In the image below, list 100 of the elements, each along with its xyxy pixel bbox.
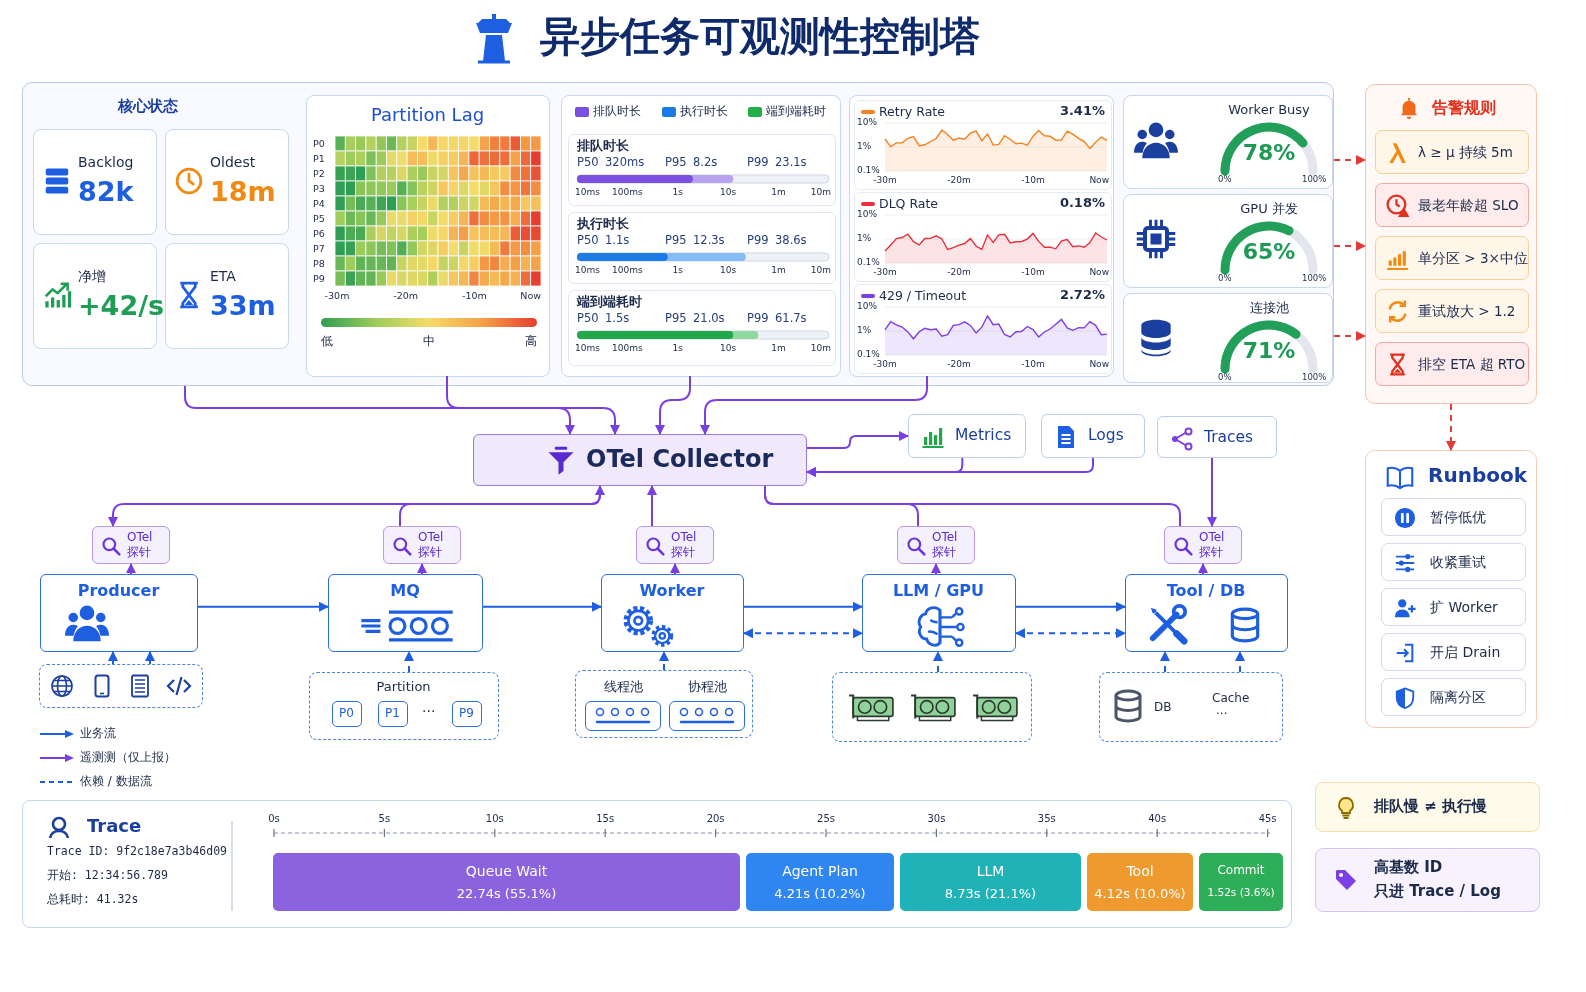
arrow (743, 601, 863, 612)
service-box (862, 574, 1016, 652)
axis-label: -20m (946, 175, 972, 186)
stat-value: 1.5s (605, 312, 630, 326)
row-label: P9 (313, 272, 325, 286)
tick-label: 15s (595, 813, 616, 825)
tick-label: 5s (377, 813, 392, 825)
dashboard-panel (22, 82, 1334, 386)
latency-card (568, 290, 836, 366)
partition-box (452, 701, 482, 727)
alert-rule-card (1375, 342, 1529, 386)
pool-label: 协程池 (686, 679, 728, 695)
line-chart-card (854, 100, 1112, 190)
tick-label: 30s (926, 813, 947, 825)
dashed-group-box (39, 664, 203, 708)
timeline-bar (1087, 853, 1193, 911)
bar-value: 22.74s (55.1%) (455, 886, 558, 902)
gauge-value: 78% (1241, 140, 1297, 167)
ellipsis-text: ··· (422, 703, 436, 720)
probe-label: OTel 探针 (1199, 530, 1226, 560)
arrow (700, 375, 928, 435)
signal-box (1157, 416, 1277, 458)
bar-label: Tool (1125, 863, 1155, 880)
axis-label: 1% (857, 233, 872, 244)
service-box (1125, 574, 1288, 652)
gauge-title: GPU 并发 (1239, 201, 1299, 217)
arrow (399, 485, 605, 527)
dashed-arrow (145, 651, 155, 665)
partition-label: P9 (458, 706, 475, 721)
bar-label: Commit (1216, 863, 1266, 878)
panel-heading: Trace (87, 815, 142, 837)
probe-label: OTel 探针 (671, 530, 698, 560)
note-card (1315, 782, 1540, 832)
bar-value: 4.12s (10.0%) (1093, 886, 1187, 902)
dashed-group-box (832, 672, 1032, 742)
probe-label: OTel 探针 (127, 530, 154, 560)
service-box (40, 574, 198, 652)
bar-value: 8.73s (21.1%) (943, 886, 1038, 902)
axis-label: 10% (857, 301, 877, 312)
axis-label: Now (1088, 175, 1109, 186)
service-title: Tool / DB (1165, 581, 1247, 601)
metric-label: 净增 (78, 268, 106, 285)
bar-label: Agent Plan (781, 863, 859, 880)
stat-label: P95 (665, 234, 687, 248)
legend-label: 业务流 (80, 726, 116, 741)
tick-label: 45s (1257, 813, 1278, 825)
runbook-panel (1365, 450, 1537, 728)
axis-label: 0.1% (857, 165, 880, 176)
scale-label: 中 (422, 334, 436, 349)
timeline-bar (1199, 853, 1283, 911)
legend-label: 遥测测（仅上报） (80, 750, 176, 765)
metric-card (165, 243, 289, 349)
axis-label: -20m (946, 267, 972, 278)
rule-text: 最老年龄超 SLO (1418, 197, 1519, 214)
axis-label: Now (519, 290, 541, 302)
arrow (670, 563, 680, 575)
panel-heading: 告警规则 (1432, 98, 1496, 118)
gauge-value: 71% (1241, 338, 1297, 365)
stat-label: P50 (577, 312, 599, 326)
axis-label: Now (1088, 359, 1109, 370)
gauge-card (1123, 194, 1333, 288)
dashed-arrow (743, 628, 863, 639)
tick-label: 10s (719, 343, 738, 354)
arrow (482, 601, 602, 612)
arrow (931, 563, 941, 575)
metric-value: 82k (78, 176, 134, 209)
service-title: Producer (76, 581, 161, 601)
alert-rule-card (1375, 183, 1529, 227)
axis-label: -20m (946, 359, 972, 370)
dashed-arrow (1446, 403, 1456, 451)
probe-box (1164, 526, 1242, 564)
gauge-max-label: 100% (1302, 174, 1327, 185)
metric-value: +42/s (78, 290, 165, 323)
stat-value: 61.7s (775, 312, 807, 326)
arrow (126, 563, 136, 575)
chart-panel (849, 95, 1114, 377)
dashed-group-box (1099, 672, 1283, 742)
gauge-max-label: 100% (1302, 273, 1327, 284)
dashed-arrow (108, 651, 118, 665)
alert-rule-card (1375, 130, 1529, 174)
stat-value: 320ms (605, 156, 645, 170)
latency-card (568, 134, 836, 206)
arrow (806, 457, 1094, 477)
stat-label: P95 (665, 156, 687, 170)
stat-label: P99 (747, 156, 769, 170)
axis-label: 10% (857, 209, 877, 220)
legend-label: 端到端耗时 (766, 104, 826, 119)
dashed-arrow (1333, 331, 1366, 341)
trace-info: Trace ID: 9f2c18e7a3b46d09 (47, 845, 227, 859)
tick-label: 100ms (611, 265, 644, 276)
service-box (601, 574, 744, 652)
gauge-min-label: 0% (1218, 174, 1232, 185)
signal-box (908, 414, 1026, 458)
partition-box (378, 701, 408, 727)
title: 异步任务可观测性控制塔 (540, 12, 980, 60)
line-chart-card (854, 192, 1112, 282)
action-text: 收紧重试 (1430, 554, 1486, 571)
trace-info: 总耗时: 41.32s (47, 893, 139, 907)
dashed-arrow (1160, 651, 1170, 673)
row-label: P0 (313, 137, 325, 151)
